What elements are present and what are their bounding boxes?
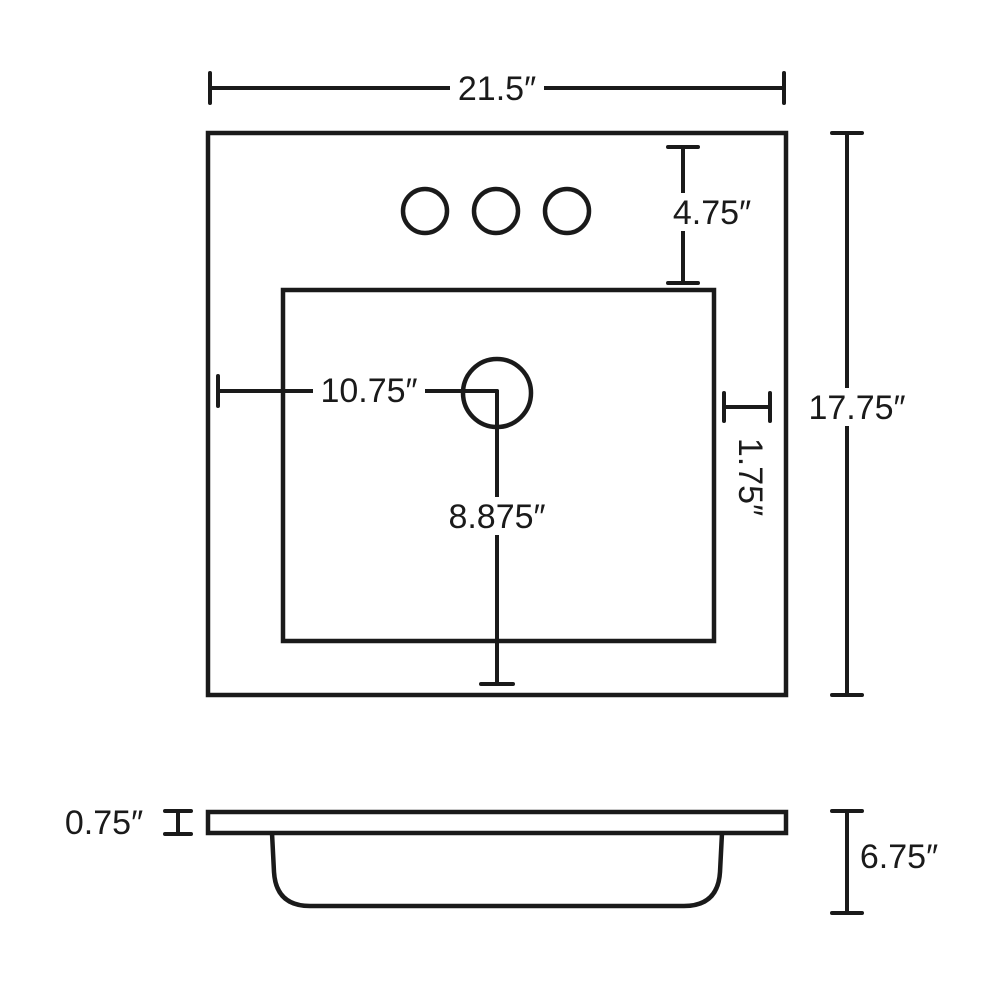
side-view-deck — [205, 809, 789, 836]
dim-overall-width-label: 21.5″ — [458, 70, 536, 108]
label-backing — [313, 371, 425, 409]
dim-basin-to-edge: 1.75″ — [722, 391, 772, 516]
dim-drain-from-bottom-label: 8.875″ — [448, 498, 545, 536]
dim-overall-height-label: 6.75″ — [860, 838, 938, 876]
dim-overall-depth-label: 17.75″ — [808, 389, 905, 427]
label-backing — [666, 193, 758, 231]
dim-overall-depth: 17.75″ — [800, 131, 914, 697]
dim-basin-to-edge-label: 1.75″ — [731, 438, 769, 516]
dim-deck-thickness: 0.75″ — [65, 804, 193, 842]
dim-overall-width: 21.5″ — [208, 69, 786, 108]
side-view-bowl — [269, 832, 725, 909]
label-backing — [450, 69, 544, 107]
dim-deck-thickness-label: 0.75″ — [65, 804, 143, 842]
label-backing — [852, 837, 948, 875]
dim-drain-from-bottom: 8.875″ — [434, 389, 560, 686]
label-backing — [800, 388, 914, 426]
dim-faucet-offset-label: 4.75″ — [673, 194, 751, 232]
dim-drain-from-left-label: 10.75″ — [320, 372, 417, 410]
dim-drain-from-left: 10.75″ — [216, 371, 499, 410]
dim-faucet-offset: 4.75″ — [666, 145, 758, 285]
faucet-hole-right — [542, 186, 592, 236]
label-backing — [434, 497, 560, 535]
faucet-hole-center — [471, 186, 521, 236]
dim-overall-height: 6.75″ — [830, 809, 948, 915]
faucet-hole-left — [400, 186, 450, 236]
